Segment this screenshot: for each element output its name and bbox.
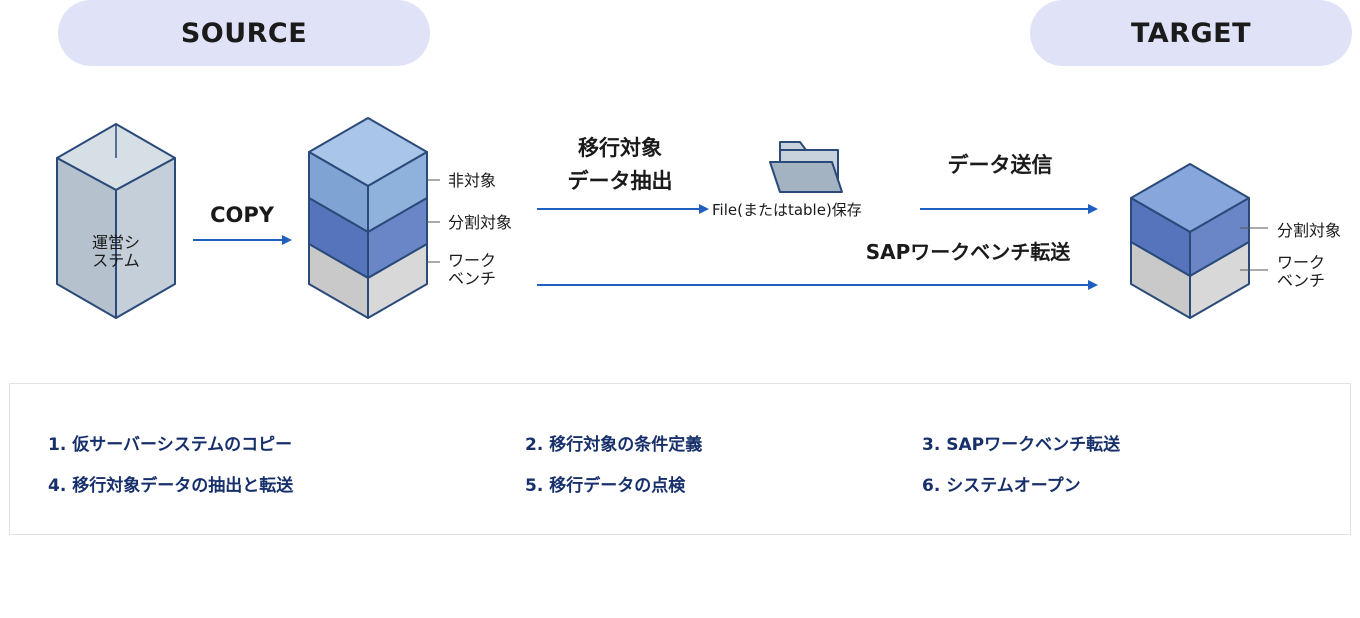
source-workbench-label-2: ベンチ [448, 269, 496, 288]
file-save-label: File(またはtable)保存 [712, 201, 862, 219]
operational-system-label-2: ステム [92, 251, 140, 270]
extract-label-1: 移行対象 [578, 136, 662, 160]
source-header-label: SOURCE [180, 17, 308, 49]
step-1: 1. 仮サーバーシステムのコピー [48, 435, 293, 455]
source-header: SOURCE [58, 0, 430, 66]
migration-diagram: 運営シ ステム COPY 非対象 分割対象 ワーク ベンチ 移行対象 データ抽出… [56, 117, 1341, 319]
extract-label-2: データ抽出 [568, 169, 673, 193]
source-workbench-label-1: ワーク [448, 251, 496, 270]
source-split-target-label: 分割対象 [448, 213, 512, 232]
steps-panel: 1. 仮サーバーシステムのコピー 2. 移行対象の条件定義 3. SAPワークベ… [9, 383, 1351, 535]
step-4: 4. 移行対象データの抽出と転送 [48, 476, 294, 496]
target-workbench-label-2: ベンチ [1277, 271, 1325, 290]
operational-system-label-1: 運営シ [92, 233, 140, 252]
target-layered-cube [1130, 163, 1250, 319]
copy-label: COPY [210, 203, 275, 227]
data-send-label: データ送信 [948, 153, 1053, 177]
target-workbench-label-1: ワーク [1277, 253, 1325, 272]
source-layered-cube [308, 117, 428, 319]
step-3: 3. SAPワークベンチ転送 [922, 435, 1121, 455]
folder-icon [769, 141, 843, 193]
sap-transfer-label: SAPワークベンチ転送 [866, 240, 1072, 264]
step-6: 6. システムオープン [922, 476, 1081, 496]
target-split-target-label: 分割対象 [1277, 221, 1341, 240]
operational-system-cube [56, 123, 176, 319]
step-2: 2. 移行対象の条件定義 [525, 435, 703, 455]
target-header-label: TARGET [1130, 17, 1252, 49]
step-5: 5. 移行データの点検 [525, 476, 686, 496]
non-target-label: 非対象 [448, 171, 496, 190]
target-header: TARGET [1030, 0, 1352, 66]
